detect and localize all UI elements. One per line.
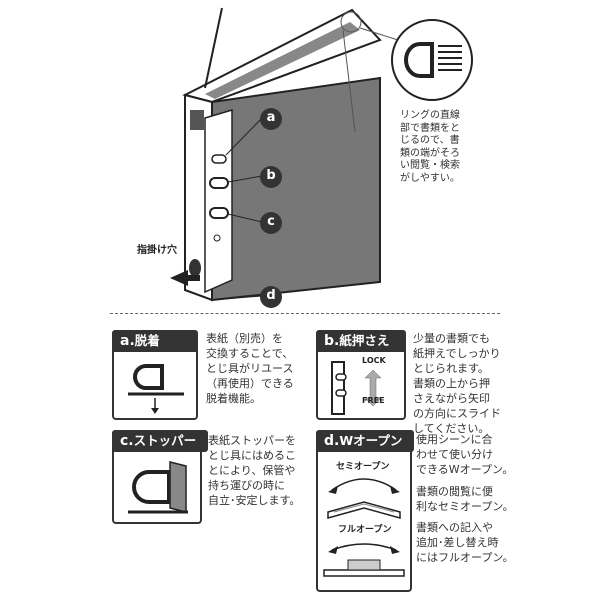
pointer-b [227,175,263,183]
ring-middle [209,177,229,189]
feature-b-letter: b. [324,333,340,349]
feature-a-desc: 表紙（別売）を 交換することで、 とじ具がリユース （再使用）できる 脱着機能。 [206,332,294,405]
feature-a-header: a.脱着 [112,330,198,352]
feature-d-panel [316,430,412,592]
marker-d: d [260,286,282,308]
ring-callout-text: リングの直線 部で書類をと じるので、書 類の端がそろ い閲覧・検索 がしやすい… [400,110,460,184]
marker-b: b [260,166,282,188]
finger-hole-shape [189,259,201,277]
pointer-d [211,295,263,301]
lock-label: LOCK [362,356,386,365]
pointer-c [227,213,263,223]
zoom-line-left [342,29,356,133]
binder-front-cover [211,76,381,302]
feature-c-title: ストッパー [133,433,197,448]
binder-illustration [170,7,473,302]
marker-a: a [260,108,282,130]
feature-d-title: Wオープン [339,433,403,448]
full-open-label: フルオープン [338,525,392,535]
finger-arrow [170,270,200,286]
ring-detail-shape [404,42,434,78]
feature-d-letter: d. [324,433,340,449]
paper-edge [204,7,223,89]
feature-a-title: 脱着 [134,333,160,348]
feature-c-desc: 表紙ストッパーを とじ具にはめるこ とにより、保管や 持ち運びの時に 自立･安定… [208,434,301,507]
detach-icon [128,364,184,414]
ring-top [211,154,227,164]
feature-c-header: c.ストッパー [112,430,208,452]
marker-c: c [260,212,282,234]
free-label: FREE [362,396,385,405]
ring-lower [209,207,229,219]
feature-a-letter: a. [120,333,135,349]
feature-b-desc: 少量の書類でも 紙押えでしっかり とじられます。 書類の上から押 さえながら矢印… [413,332,501,435]
w-open-icons [323,478,405,577]
section-divider [110,313,500,314]
zoom-source-circle [340,11,362,33]
finger-hole-label: 指掛け穴 [137,245,177,256]
feature-b-header: b.紙押さえ [316,330,406,352]
paper-lines [438,45,462,71]
feature-b-title: 紙押さえ [339,333,390,348]
spine-label-window [190,110,204,130]
binding-mechanism [204,108,233,294]
zoom-line-right [359,27,399,41]
feature-c-letter: c. [120,433,134,449]
semi-open-label: セミオープン [336,462,390,472]
feature-d-header: d.Wオープン [316,430,414,452]
binder-top-stripe [205,22,360,99]
full-open-book [323,569,405,577]
stopper-icon [128,461,188,514]
feature-d-desc3: 書類への記入や 追加･差し替え時 にはフルオープン。 [416,521,514,564]
pointer-a [225,117,263,156]
feature-d-desc1: 使用シーンに合 わせて使い分け できるWオープン。 [416,433,514,476]
paper-holder-icon [331,361,382,415]
feature-d-desc2: 書類の閲覧に便 利なセミオープン。 [416,485,514,513]
ring-hole [213,234,221,242]
